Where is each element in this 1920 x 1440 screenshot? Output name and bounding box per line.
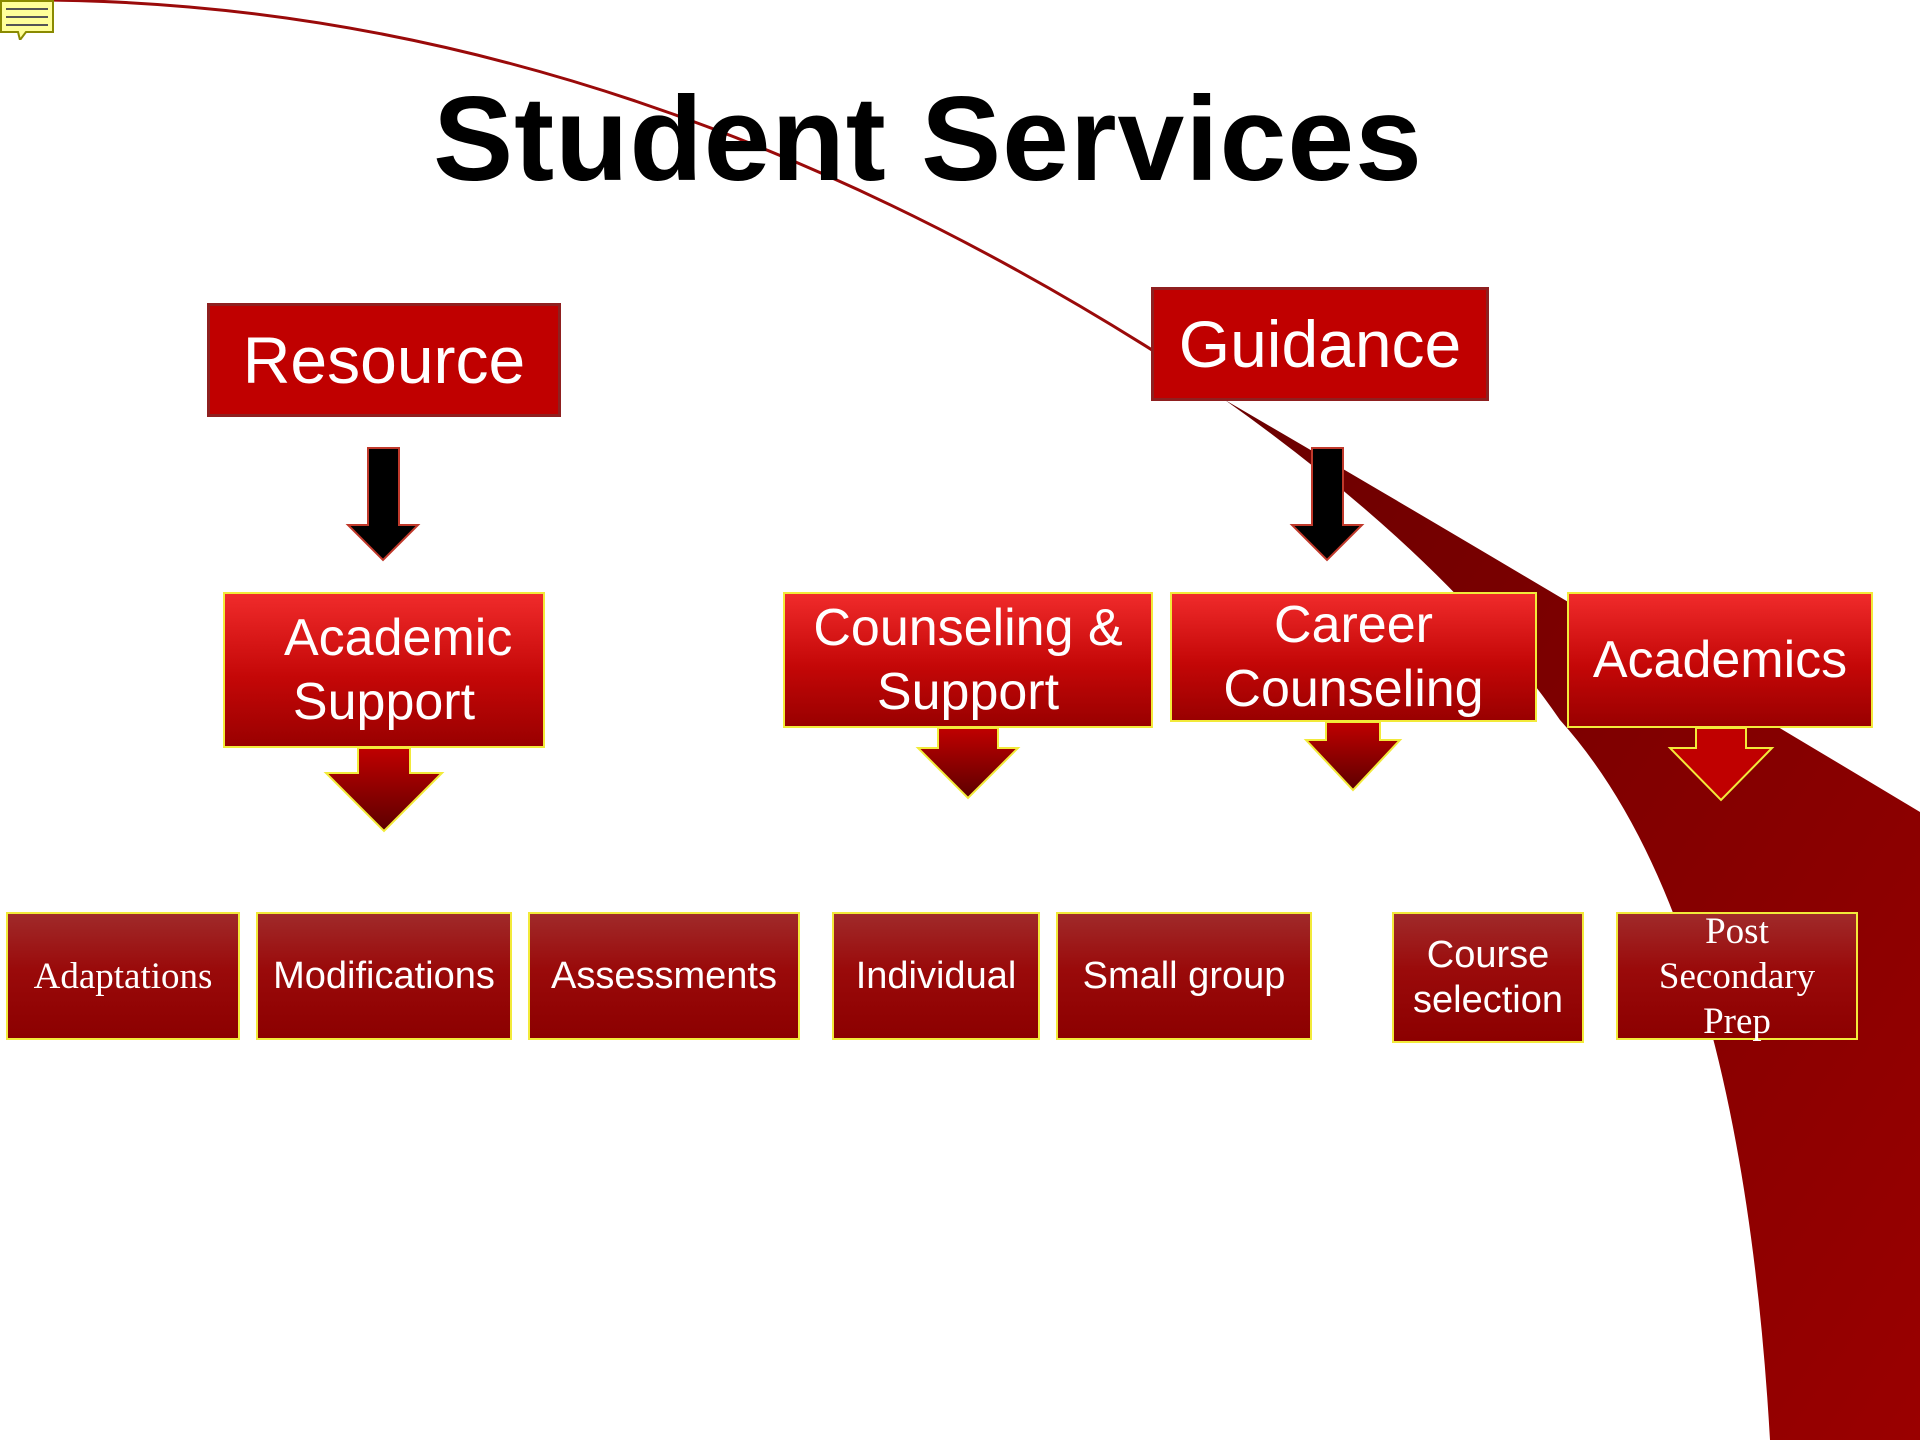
item-course-selection-label: Course selection — [1413, 933, 1563, 1021]
box-academic-support: Academic Support — [223, 592, 545, 748]
arrow-academics — [1667, 727, 1775, 802]
arrow-down-resource — [345, 447, 421, 562]
box-career-counseling: Career Counseling — [1170, 592, 1537, 722]
arrow-academic-support — [323, 747, 445, 833]
note-icon[interactable] — [0, 0, 54, 40]
box-resource-label: Resource — [242, 323, 526, 397]
item-assessments: Assessments — [528, 912, 800, 1040]
arrow-career-counseling — [1303, 721, 1403, 792]
page-title: Student Services — [433, 72, 1423, 206]
box-academic-support-label: Academic Support — [284, 609, 513, 731]
box-counseling-support-label: Counseling & Support — [813, 599, 1123, 721]
box-resource: Resource — [207, 303, 561, 417]
arrow-counseling-support — [915, 727, 1021, 800]
item-individual: Individual — [832, 912, 1040, 1040]
item-adaptations: Adaptations — [6, 912, 240, 1040]
box-guidance: Guidance — [1151, 287, 1489, 401]
arrow-down-guidance — [1289, 447, 1365, 562]
box-career-counseling-label: Career Counseling — [1223, 596, 1484, 718]
item-individual-label: Individual — [855, 954, 1017, 997]
item-small-group-label: Small group — [1082, 954, 1286, 997]
item-modifications-label: Modifications — [273, 954, 495, 997]
box-counseling-support: Counseling & Support — [783, 592, 1153, 728]
item-small-group: Small group — [1056, 912, 1312, 1040]
item-adaptations-label: Adaptations — [33, 955, 213, 997]
item-post-secondary-prep: Post Secondary Prep — [1616, 911, 1858, 1042]
box-guidance-label: Guidance — [1178, 307, 1462, 381]
box-academics-label: Academics — [1592, 631, 1848, 689]
item-course-selection: Course selection — [1392, 912, 1584, 1043]
item-modifications: Modifications — [256, 912, 512, 1040]
item-post-secondary-prep-label: Post Secondary Prep — [1658, 910, 1816, 1042]
box-academics: Academics — [1567, 592, 1873, 728]
background-swoosh — [1225, 400, 1920, 1440]
background-curve-line — [29, 0, 1161, 357]
item-assessments-label: Assessments — [551, 954, 777, 997]
